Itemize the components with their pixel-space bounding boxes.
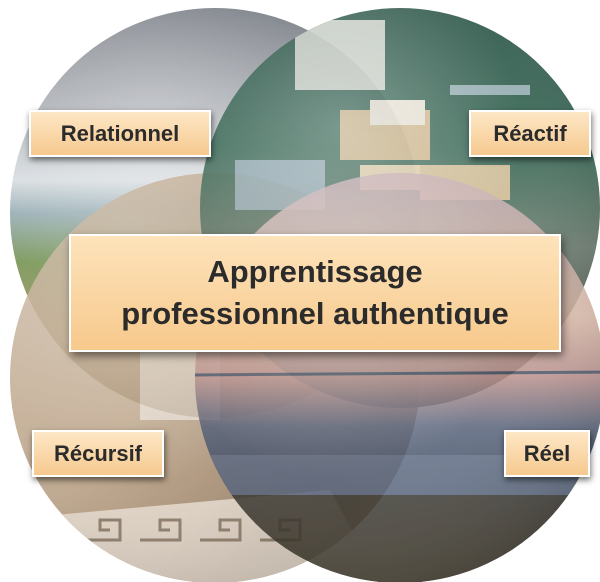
label-reactif: Réactif bbox=[469, 110, 591, 157]
center-title-line1: Apprentissage bbox=[207, 254, 423, 289]
center-title-line2: professionnel authentique bbox=[121, 296, 509, 331]
label-recursif: Récursif bbox=[32, 430, 164, 477]
label-reel: Réel bbox=[504, 430, 590, 477]
center-title-box: Apprentissage professionnel authentique bbox=[69, 234, 561, 352]
label-relationnel: Relationnel bbox=[29, 110, 211, 157]
